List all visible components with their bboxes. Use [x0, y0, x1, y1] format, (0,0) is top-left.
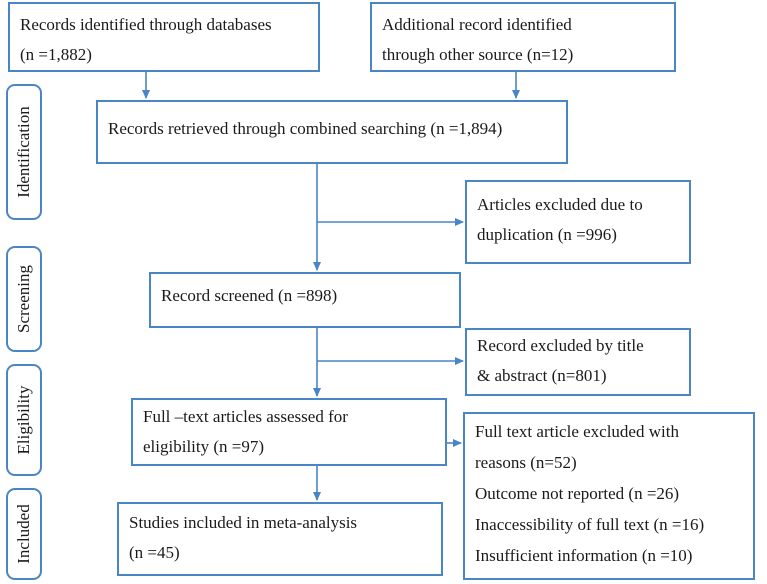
stage-eligibility: Eligibility	[6, 364, 42, 476]
box-additional-records: Additional record identified through oth…	[370, 2, 676, 72]
box-text: Inaccessibility of full text (n =16)	[475, 515, 705, 534]
box-text: eligibility (n =97)	[143, 437, 265, 456]
box-text: (n =45)	[129, 543, 180, 562]
box-text: Record excluded by title	[477, 336, 644, 355]
box-text: Full text article excluded with	[475, 422, 679, 441]
box-text: Studies included in meta-analysis	[129, 513, 358, 532]
box-combined-searching: Records retrieved through combined searc…	[96, 100, 568, 164]
box-text: Record screened (n =898)	[161, 286, 338, 305]
box-text: Insufficient information (n =10)	[475, 546, 693, 565]
box-text: Additional record identified	[382, 15, 572, 34]
box-text: Records identified through databases	[20, 15, 272, 34]
box-full-text-excluded: Full text article excluded with reasons …	[463, 412, 755, 580]
box-text: & abstract (n=801)	[477, 366, 607, 385]
box-record-screened: Record screened (n =898)	[149, 272, 461, 328]
box-text: reasons (n=52)	[475, 453, 577, 472]
stage-screening: Screening	[6, 246, 42, 352]
box-studies-included: Studies included in meta-analysis (n =45…	[117, 502, 443, 576]
box-text: through other source (n=12)	[382, 45, 574, 64]
box-text: (n =1,882)	[20, 45, 92, 64]
stage-included: Included	[6, 488, 42, 580]
box-text: duplication (n =996)	[477, 225, 617, 244]
box-records-databases: Records identified through databases (n …	[8, 2, 320, 72]
box-excluded-title-abstract: Record excluded by title & abstract (n=8…	[465, 328, 691, 396]
stage-identification: Identification	[6, 84, 42, 220]
box-full-text-assessed: Full –text articles assessed for eligibi…	[131, 398, 447, 466]
box-text: Articles excluded due to	[477, 195, 643, 214]
box-text: Outcome not reported (n =26)	[475, 484, 680, 503]
box-text: Records retrieved through combined searc…	[108, 119, 503, 138]
box-excluded-duplication: Articles excluded due to duplication (n …	[465, 180, 691, 264]
box-text: Full –text articles assessed for	[143, 407, 348, 426]
